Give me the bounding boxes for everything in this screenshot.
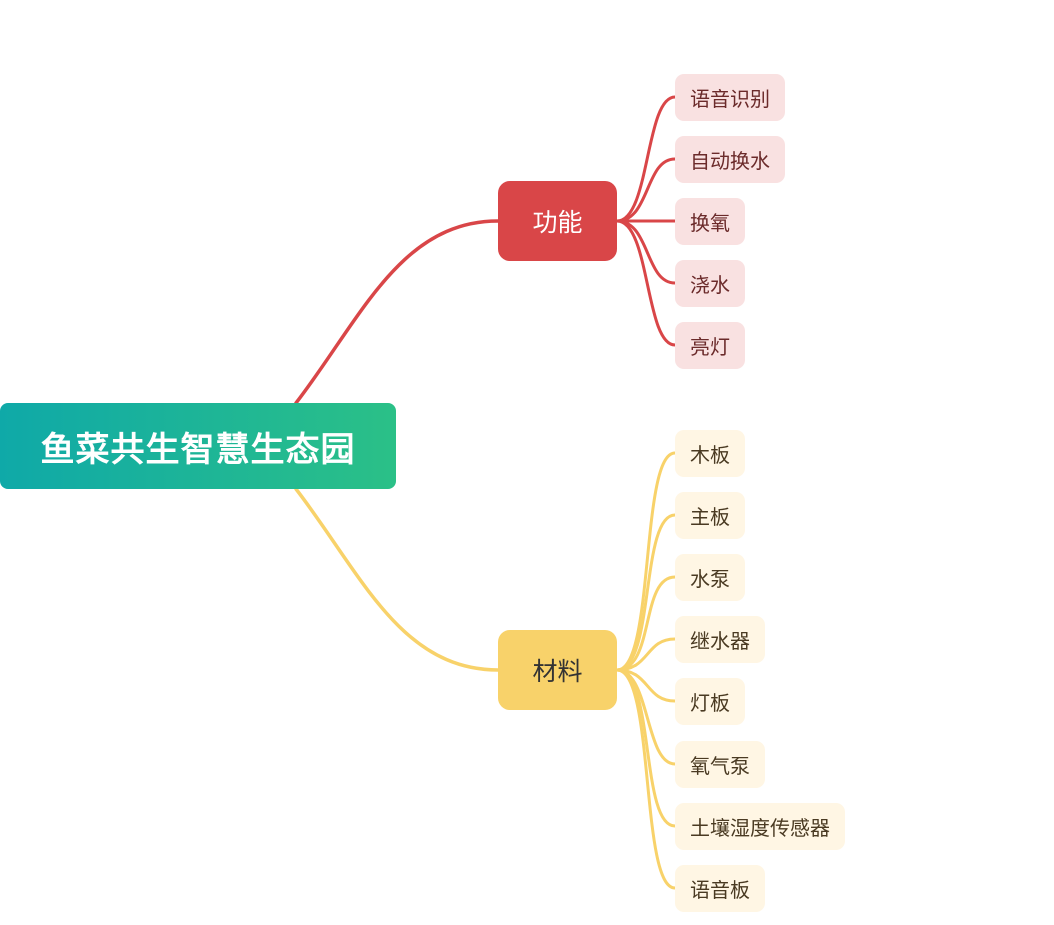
connector-mat-leaf bbox=[615, 668, 677, 890]
branch-topic-label: 功能 bbox=[532, 208, 583, 237]
connector-func-leaf bbox=[615, 95, 677, 223]
root-topic-label: 鱼菜共生智慧生态园 bbox=[40, 429, 356, 470]
subtopic-node[interactable]: 自动换水 bbox=[675, 136, 785, 183]
root-topic[interactable]: 鱼菜共生智慧生态园 bbox=[0, 403, 396, 489]
connector-mat-leaf bbox=[615, 575, 677, 672]
connector-mat-leaf bbox=[615, 668, 677, 828]
subtopic-label: 语音识别 bbox=[690, 87, 770, 111]
connector-func-leaf bbox=[615, 219, 677, 347]
subtopic-node[interactable]: 土壤湿度传感器 bbox=[675, 803, 845, 850]
subtopic-label: 水泵 bbox=[690, 567, 730, 591]
subtopic-label: 换氧 bbox=[690, 211, 730, 235]
subtopic-label: 氧气泵 bbox=[690, 754, 750, 778]
subtopic-label: 语音板 bbox=[690, 878, 750, 902]
subtopic-node[interactable]: 浇水 bbox=[675, 260, 745, 307]
subtopic-node[interactable]: 语音板 bbox=[675, 865, 765, 912]
subtopic-node[interactable]: 亮灯 bbox=[675, 322, 745, 369]
subtopic-node[interactable]: 灯板 bbox=[675, 678, 745, 725]
connector-mat-leaf bbox=[615, 637, 677, 672]
subtopic-label: 土壤湿度传感器 bbox=[690, 816, 830, 840]
connector-mat-leaf bbox=[615, 668, 677, 703]
subtopic-label: 亮灯 bbox=[690, 335, 730, 359]
subtopic-label: 浇水 bbox=[690, 273, 730, 297]
subtopic-node[interactable]: 换氧 bbox=[675, 198, 745, 245]
connector-root-to-mat bbox=[294, 487, 500, 672]
branch-topic-function[interactable]: 功能 bbox=[498, 181, 617, 261]
connector-mat-leaf bbox=[615, 513, 677, 672]
subtopic-label: 木板 bbox=[690, 443, 730, 467]
connector-func-leaf bbox=[615, 157, 677, 223]
subtopic-label: 自动换水 bbox=[690, 149, 770, 173]
subtopic-node[interactable]: 继水器 bbox=[675, 616, 765, 663]
branch-topic-label: 材料 bbox=[532, 657, 583, 686]
subtopic-label: 灯板 bbox=[690, 691, 730, 715]
connector-mat-leaf bbox=[615, 451, 677, 672]
subtopic-label: 主板 bbox=[690, 505, 730, 529]
subtopic-node[interactable]: 氧气泵 bbox=[675, 741, 765, 788]
subtopic-node[interactable]: 语音识别 bbox=[675, 74, 785, 121]
subtopic-node[interactable]: 木板 bbox=[675, 430, 745, 477]
subtopic-node[interactable]: 水泵 bbox=[675, 554, 745, 601]
subtopic-label: 继水器 bbox=[690, 629, 750, 653]
branch-topic-materials[interactable]: 材料 bbox=[498, 630, 617, 710]
connector-root-to-func bbox=[294, 219, 500, 405]
subtopic-node[interactable]: 主板 bbox=[675, 492, 745, 539]
